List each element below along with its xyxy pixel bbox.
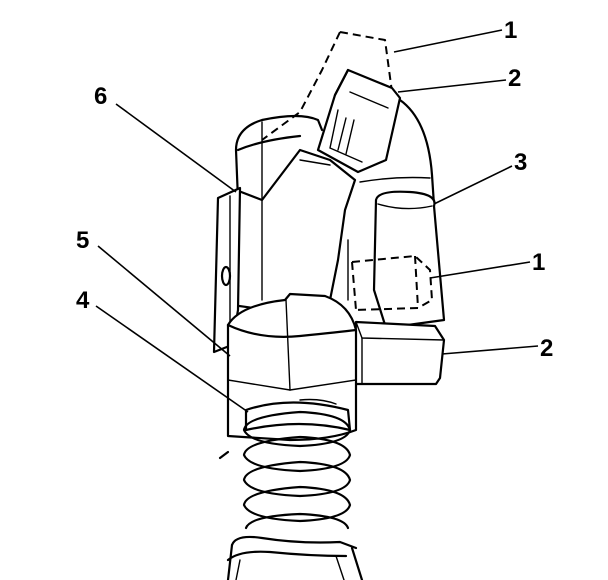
leader-5	[97, 245, 231, 357]
upper-housing	[234, 98, 436, 207]
side-cylinder	[347, 190, 446, 330]
callout-labels: 1 2 3 1 2 6 5 4	[76, 17, 553, 362]
leader-3	[433, 165, 513, 205]
callout-6: 6	[94, 83, 107, 110]
callout-1-lower: 1	[532, 249, 545, 276]
leader-lines	[95, 29, 539, 413]
leader-6	[115, 103, 237, 193]
boot-body	[230, 148, 357, 312]
leader-4	[95, 305, 249, 413]
leader-2-top	[397, 79, 507, 93]
connector-outline-lower	[351, 255, 433, 311]
connector-lower	[352, 320, 446, 386]
leader-1-lower	[429, 261, 531, 279]
leader-1-top	[393, 29, 503, 53]
connector-upper	[316, 68, 402, 174]
cable	[218, 450, 364, 580]
leader-2-lower	[441, 345, 539, 355]
callout-3: 3	[514, 149, 527, 176]
callout-2-lower: 2	[540, 335, 553, 362]
callout-4: 4	[76, 287, 90, 314]
connector-outline-upper	[261, 31, 393, 141]
callout-2-top: 2	[508, 65, 521, 92]
callout-1-top: 1	[504, 17, 517, 44]
coil-spring	[242, 398, 352, 530]
callout-5: 5	[76, 227, 89, 254]
